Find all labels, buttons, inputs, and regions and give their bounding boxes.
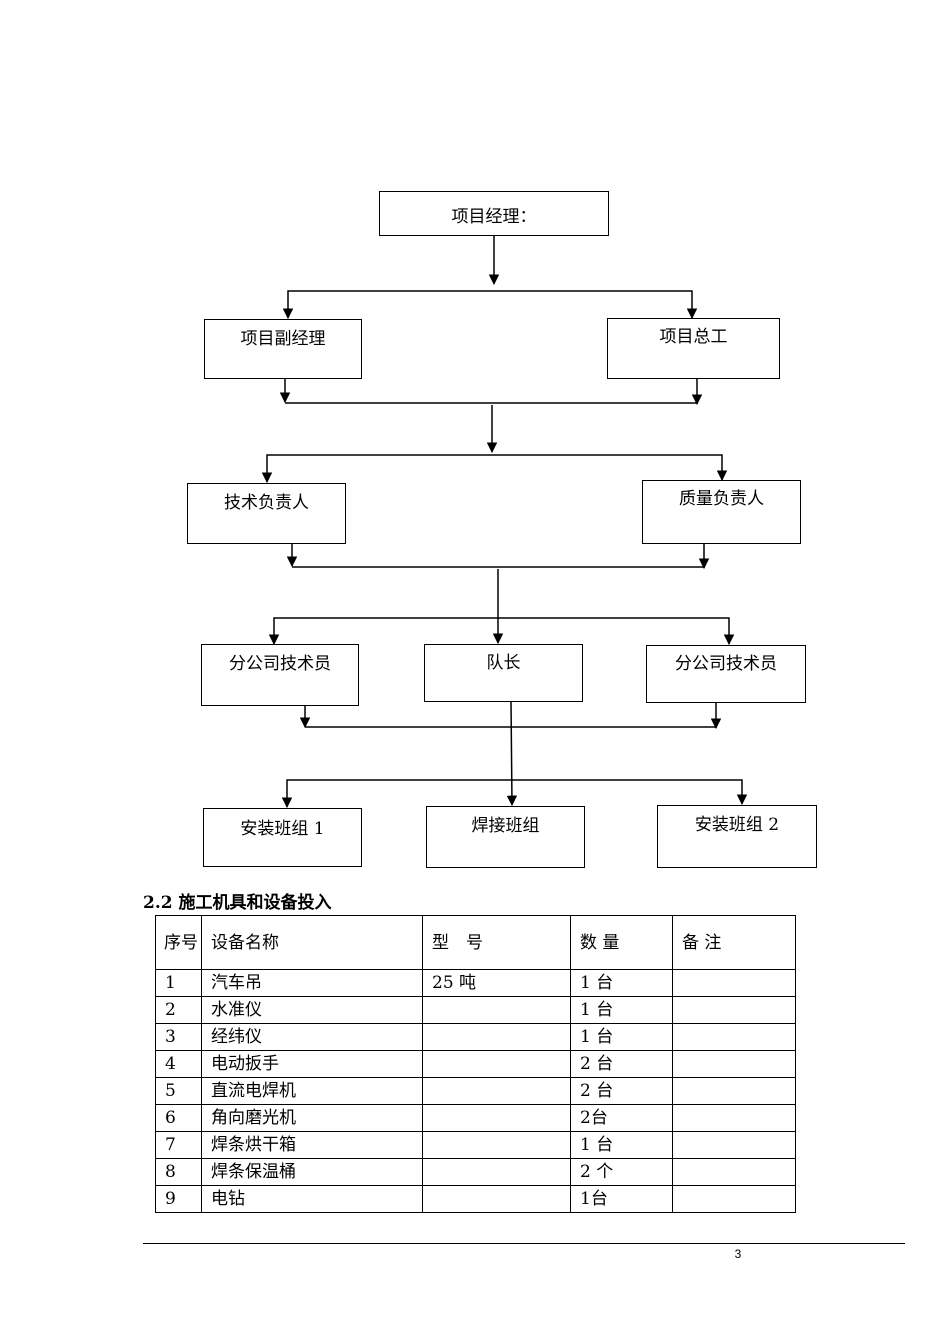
table-cell: 1 台 <box>570 1131 673 1159</box>
table-row: 3 经纬仪 1 台 <box>155 1023 796 1051</box>
chief-engineer-box: 项目总工 <box>607 318 780 379</box>
table-cell <box>422 1050 571 1078</box>
table-cell <box>672 1158 796 1186</box>
welding-group-box: 焊接班组 <box>426 806 585 868</box>
table-cell: 1 台 <box>570 996 673 1024</box>
chief-engineer-label: 项目总工 <box>659 327 728 347</box>
table-cell <box>422 1023 571 1051</box>
welding-group-label: 焊接班组 <box>471 816 540 836</box>
table-cell <box>422 996 571 1024</box>
table-row: 4 电动扳手 2 台 <box>155 1050 796 1078</box>
branch-tech-left-label: 分公司技术员 <box>229 654 331 674</box>
table-row: 1 汽车吊 25 吨 1 台 <box>155 969 796 997</box>
deputy-manager-box: 项目副经理 <box>204 319 362 379</box>
table-cell: 6 <box>155 1104 202 1132</box>
table-cell: 2 台 <box>570 1077 673 1105</box>
table-cell: 9 <box>155 1185 202 1213</box>
quality-lead-label: 质量负责人 <box>679 489 764 509</box>
section-title: 2.2 施工机具和设备投入 <box>143 893 332 913</box>
table-row: 8 焊条保温桶 2 个 <box>155 1158 796 1186</box>
table-cell <box>672 1023 796 1051</box>
table-cell <box>672 1050 796 1078</box>
table-cell: 直流电焊机 <box>201 1077 423 1105</box>
table-cell <box>422 1185 571 1213</box>
table-cell: 3 <box>155 1023 202 1051</box>
table-cell <box>422 1158 571 1186</box>
table-cell: 1 台 <box>570 1023 673 1051</box>
table-cell: 汽车吊 <box>201 969 423 997</box>
manager-label: 项目经理： <box>451 207 537 227</box>
column-header: 备 注 <box>672 915 796 970</box>
branch-tech-left-box: 分公司技术员 <box>201 644 359 706</box>
table-cell: 8 <box>155 1158 202 1186</box>
table-cell: 角向磨光机 <box>201 1104 423 1132</box>
table-cell <box>672 1104 796 1132</box>
table-cell <box>672 1185 796 1213</box>
table-row: 5 直流电焊机 2 台 <box>155 1077 796 1105</box>
table-cell: 2 台 <box>570 1050 673 1078</box>
table-cell: 经纬仪 <box>201 1023 423 1051</box>
footer-divider <box>143 1243 905 1244</box>
table-cell <box>422 1077 571 1105</box>
table-cell <box>672 1077 796 1105</box>
table-cell: 电动扳手 <box>201 1050 423 1078</box>
column-header: 数 量 <box>570 915 673 970</box>
table-cell: 2台 <box>570 1104 673 1132</box>
tech-lead-label: 技术负责人 <box>224 493 309 513</box>
column-header: 序号 <box>155 915 202 970</box>
branch-tech-right-box: 分公司技术员 <box>646 645 806 703</box>
table-row: 7 焊条烘干箱 1 台 <box>155 1131 796 1159</box>
table-cell: 1台 <box>570 1185 673 1213</box>
install-group-2-box: 安装班组 2 <box>657 805 817 868</box>
table-header-row: 序号 设备名称 型 号 数 量 备 注 <box>155 915 796 970</box>
table-cell: 焊条烘干箱 <box>201 1131 423 1159</box>
install-group-2-label: 安装班组 2 <box>694 815 780 835</box>
tech-lead-box: 技术负责人 <box>187 483 346 544</box>
install-group-1-box: 安装班组 1 <box>203 808 362 867</box>
table-row: 9 电钻 1台 <box>155 1185 796 1213</box>
manager-box: 项目经理： <box>379 191 609 236</box>
install-group-1-label: 安装班组 1 <box>240 819 325 839</box>
table-cell: 水准仪 <box>201 996 423 1024</box>
table-cell: 25 吨 <box>422 969 571 997</box>
table-cell: 电钻 <box>201 1185 423 1213</box>
table-cell: 2 个 <box>570 1158 673 1186</box>
table-cell <box>422 1104 571 1132</box>
table-cell <box>422 1131 571 1159</box>
table-cell: 1 台 <box>570 969 673 997</box>
table-row: 2 水准仪 1 台 <box>155 996 796 1024</box>
table-cell <box>672 969 796 997</box>
deputy-manager-label: 项目副经理 <box>240 329 326 349</box>
quality-lead-box: 质量负责人 <box>642 480 801 544</box>
branch-tech-right-label: 分公司技术员 <box>675 654 777 674</box>
table-cell: 2 <box>155 996 202 1024</box>
table-cell <box>672 996 796 1024</box>
table-cell: 4 <box>155 1050 202 1078</box>
org-chart-connectors <box>261 236 748 809</box>
equipment-table: 序号 设备名称 型 号 数 量 备 注 1 汽车吊 25 吨 1 台 2 水准仪… <box>155 915 796 1213</box>
column-header: 设备名称 <box>201 915 423 970</box>
team-leader-label: 队长 <box>486 653 521 673</box>
table-cell: 5 <box>155 1077 202 1105</box>
table-cell <box>672 1131 796 1159</box>
team-leader-box: 队长 <box>424 644 583 702</box>
table-cell: 1 <box>155 969 202 997</box>
column-header: 型 号 <box>422 915 571 970</box>
page-number: 3 <box>734 1247 742 1261</box>
table-cell: 7 <box>155 1131 202 1159</box>
table-row: 6 角向磨光机 2台 <box>155 1104 796 1132</box>
table-cell: 焊条保温桶 <box>201 1158 423 1186</box>
